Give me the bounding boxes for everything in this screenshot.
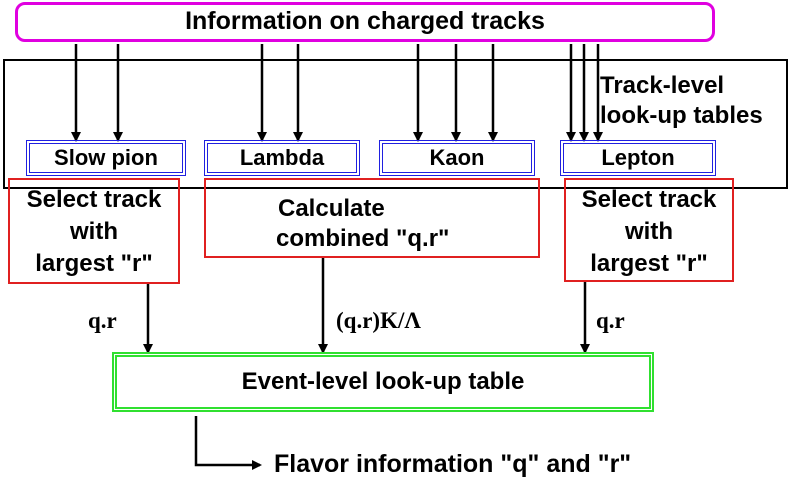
arrow-event-to-output (194, 416, 262, 470)
kaon-label: Kaon (429, 145, 485, 170)
select-track-left-line2: with (70, 218, 118, 245)
slow-pion-table: Slow pion (26, 140, 186, 176)
charged-tracks-label: Information on charged tracks (185, 7, 545, 35)
calculate-combined-box (204, 178, 540, 258)
arrow-label-right: q.r (596, 308, 625, 333)
lambda-table: Lambda (204, 140, 360, 176)
calculate-combined-line1: Calculate (278, 195, 385, 222)
select-track-left-box (8, 178, 180, 284)
select-track-right-line3: largest "r" (590, 250, 708, 277)
lepton-label: Lepton (601, 145, 675, 170)
event-level-table (112, 352, 654, 412)
select-track-right-box (564, 178, 734, 282)
calculate-combined-line2: combined "q.r" (276, 225, 450, 252)
flavor-output-label: Flavor information "q" and "r" (274, 450, 632, 478)
select-track-left-line3: largest "r" (35, 250, 153, 277)
lambda-label: Lambda (239, 145, 325, 170)
charged-tracks-box (15, 2, 715, 42)
select-track-right-line1: Select track (581, 186, 717, 213)
track-level-label-line2: look-up tables (600, 102, 763, 129)
arrow-label-left: q.r (88, 308, 117, 333)
slow-pion-label: Slow pion (54, 145, 158, 170)
arrow-label-middle: (q.r)K/Λ (336, 308, 421, 333)
event-level-label: Event-level look-up table (241, 368, 525, 395)
kaon-table: Kaon (379, 140, 535, 176)
track-level-label-line1: Track-level (600, 72, 725, 99)
track-level-region (3, 59, 788, 189)
lepton-table: Lepton (560, 140, 716, 176)
select-track-right-line2: with (625, 218, 673, 245)
select-track-left-line1: Select track (26, 186, 162, 213)
